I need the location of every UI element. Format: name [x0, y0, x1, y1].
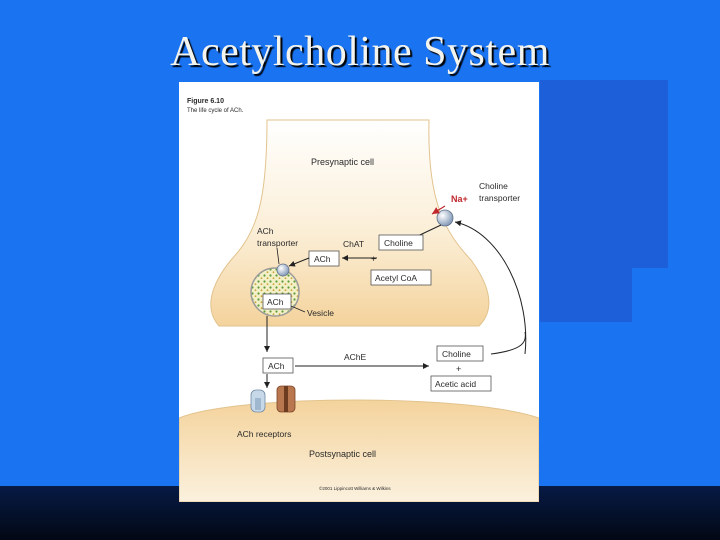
choline-reuptake-tail	[490, 331, 526, 355]
ach-to-vesicle-arrow	[288, 257, 310, 267]
acetyl-coa-label: Acetyl CoA	[375, 273, 417, 283]
lifecycle-diagram: Figure 6.10 The life cycle of ACh. Presy…	[179, 98, 539, 502]
ach-transporter-label-2: transporter	[257, 238, 298, 248]
sodium-ion-label: Na+	[451, 194, 468, 204]
background-panel	[540, 80, 668, 268]
choline-box-bottom-label: Choline	[442, 349, 471, 359]
ache-enzyme-label: AChE	[344, 352, 367, 362]
postsynaptic-cell-label: Postsynaptic cell	[309, 449, 376, 459]
ach-box-top-label: ACh	[314, 254, 331, 264]
ach-cleft-label: ACh	[268, 361, 285, 371]
acetylcholine-lifecycle-figure: Figure 6.10 The life cycle of ACh. Presy…	[179, 82, 539, 502]
chat-enzyme-label: ChAT	[343, 239, 364, 249]
choline-transporter-protein	[436, 209, 454, 227]
ach-cleft-box	[262, 357, 294, 374]
ach-receptor-left	[250, 389, 266, 413]
vesicle-label: Vesicle	[307, 308, 334, 318]
ach-transporter-protein	[276, 263, 290, 277]
acetic-acid-box	[430, 375, 492, 392]
choline-transporter-label-1: Choline	[479, 181, 508, 191]
ach-vesicle-label: ACh	[267, 297, 284, 307]
vesicle-pointer	[290, 305, 306, 313]
acetyl-coa-box	[370, 269, 432, 286]
figure-caption: The life cycle of ACh.	[187, 108, 244, 114]
figure-number: Figure 6.10	[187, 98, 224, 105]
ach-receptors-label: ACh receptors	[237, 429, 291, 439]
presynaptic-cell-label: Presynaptic cell	[311, 157, 374, 167]
choline-box-top	[378, 234, 424, 251]
plus-top: +	[371, 254, 376, 264]
acetic-acid-label: Acetic acid	[435, 379, 476, 389]
choline-box-bottom	[436, 345, 484, 362]
ach-transporter-label-1: ACh	[257, 226, 274, 236]
background-panel	[540, 268, 632, 322]
postsynaptic-cell	[179, 399, 539, 502]
ach-transporter-pointer	[276, 247, 280, 265]
copyright-text: ©2001 Lippincott Williams & Wilkins	[319, 485, 391, 491]
sodium-influx-arrow	[431, 205, 446, 215]
choline-box-top-label: Choline	[384, 238, 413, 248]
slide-title: Acetylcholine System	[170, 29, 550, 75]
ach-receptor-right	[276, 385, 296, 413]
plus-bottom: +	[456, 364, 461, 374]
ach-vesicle-box	[262, 293, 292, 310]
choline-transporter-label-2: transporter	[479, 193, 520, 203]
